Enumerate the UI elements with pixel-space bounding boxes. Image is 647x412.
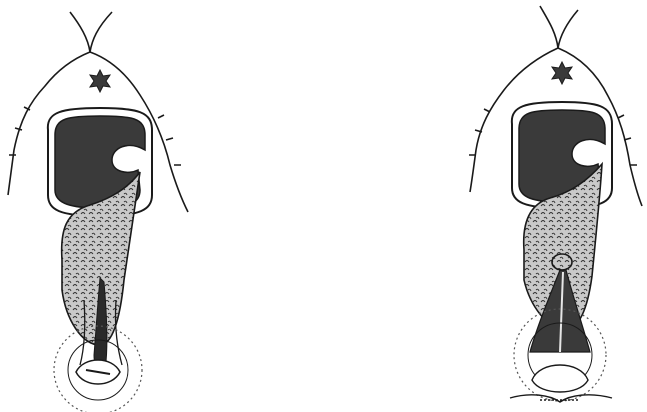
panel-before [0, 0, 220, 412]
panel-after [420, 0, 647, 412]
illustration-before [0, 0, 220, 412]
illustration-after [420, 0, 647, 412]
star-icon [90, 70, 110, 92]
star-icon [552, 62, 572, 84]
